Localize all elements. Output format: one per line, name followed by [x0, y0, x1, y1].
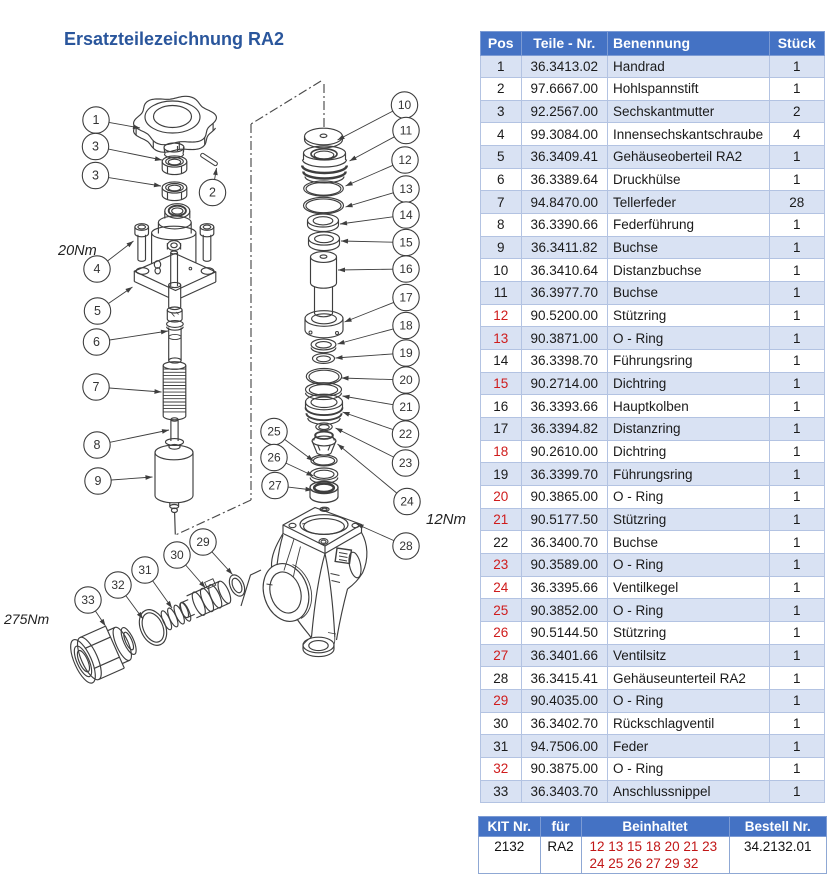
svg-text:33: 33 [81, 593, 95, 607]
svg-text:16: 16 [399, 262, 413, 276]
svg-text:24: 24 [400, 495, 414, 509]
svg-text:3: 3 [92, 169, 99, 183]
svg-text:23: 23 [399, 456, 413, 470]
svg-text:8: 8 [94, 438, 101, 452]
svg-text:29: 29 [196, 535, 210, 549]
svg-text:26: 26 [267, 451, 281, 465]
svg-text:27: 27 [268, 479, 282, 493]
svg-text:19: 19 [399, 346, 413, 360]
svg-text:5: 5 [94, 304, 101, 318]
svg-text:3: 3 [92, 140, 99, 154]
svg-text:6: 6 [93, 335, 100, 349]
svg-text:20Nm: 20Nm [57, 243, 97, 259]
svg-text:22: 22 [399, 427, 413, 441]
svg-text:28: 28 [399, 539, 413, 553]
svg-text:13: 13 [399, 182, 413, 196]
svg-text:32: 32 [111, 578, 125, 592]
svg-text:9: 9 [95, 474, 102, 488]
svg-text:14: 14 [399, 208, 413, 222]
svg-text:15: 15 [399, 236, 413, 250]
svg-text:20: 20 [399, 373, 413, 387]
svg-text:31: 31 [138, 563, 152, 577]
svg-text:4: 4 [94, 262, 101, 276]
svg-text:2: 2 [209, 186, 216, 200]
svg-text:12Nm: 12Nm [426, 511, 466, 528]
svg-text:17: 17 [399, 291, 413, 305]
svg-text:30: 30 [170, 548, 184, 562]
svg-text:1: 1 [93, 113, 100, 127]
svg-text:10: 10 [398, 98, 412, 112]
svg-text:275Nm: 275Nm [3, 611, 49, 627]
svg-text:21: 21 [399, 400, 413, 414]
svg-text:25: 25 [267, 425, 281, 439]
svg-text:7: 7 [93, 380, 100, 394]
svg-text:11: 11 [400, 124, 413, 138]
svg-text:12: 12 [398, 153, 412, 167]
svg-text:18: 18 [399, 319, 413, 333]
